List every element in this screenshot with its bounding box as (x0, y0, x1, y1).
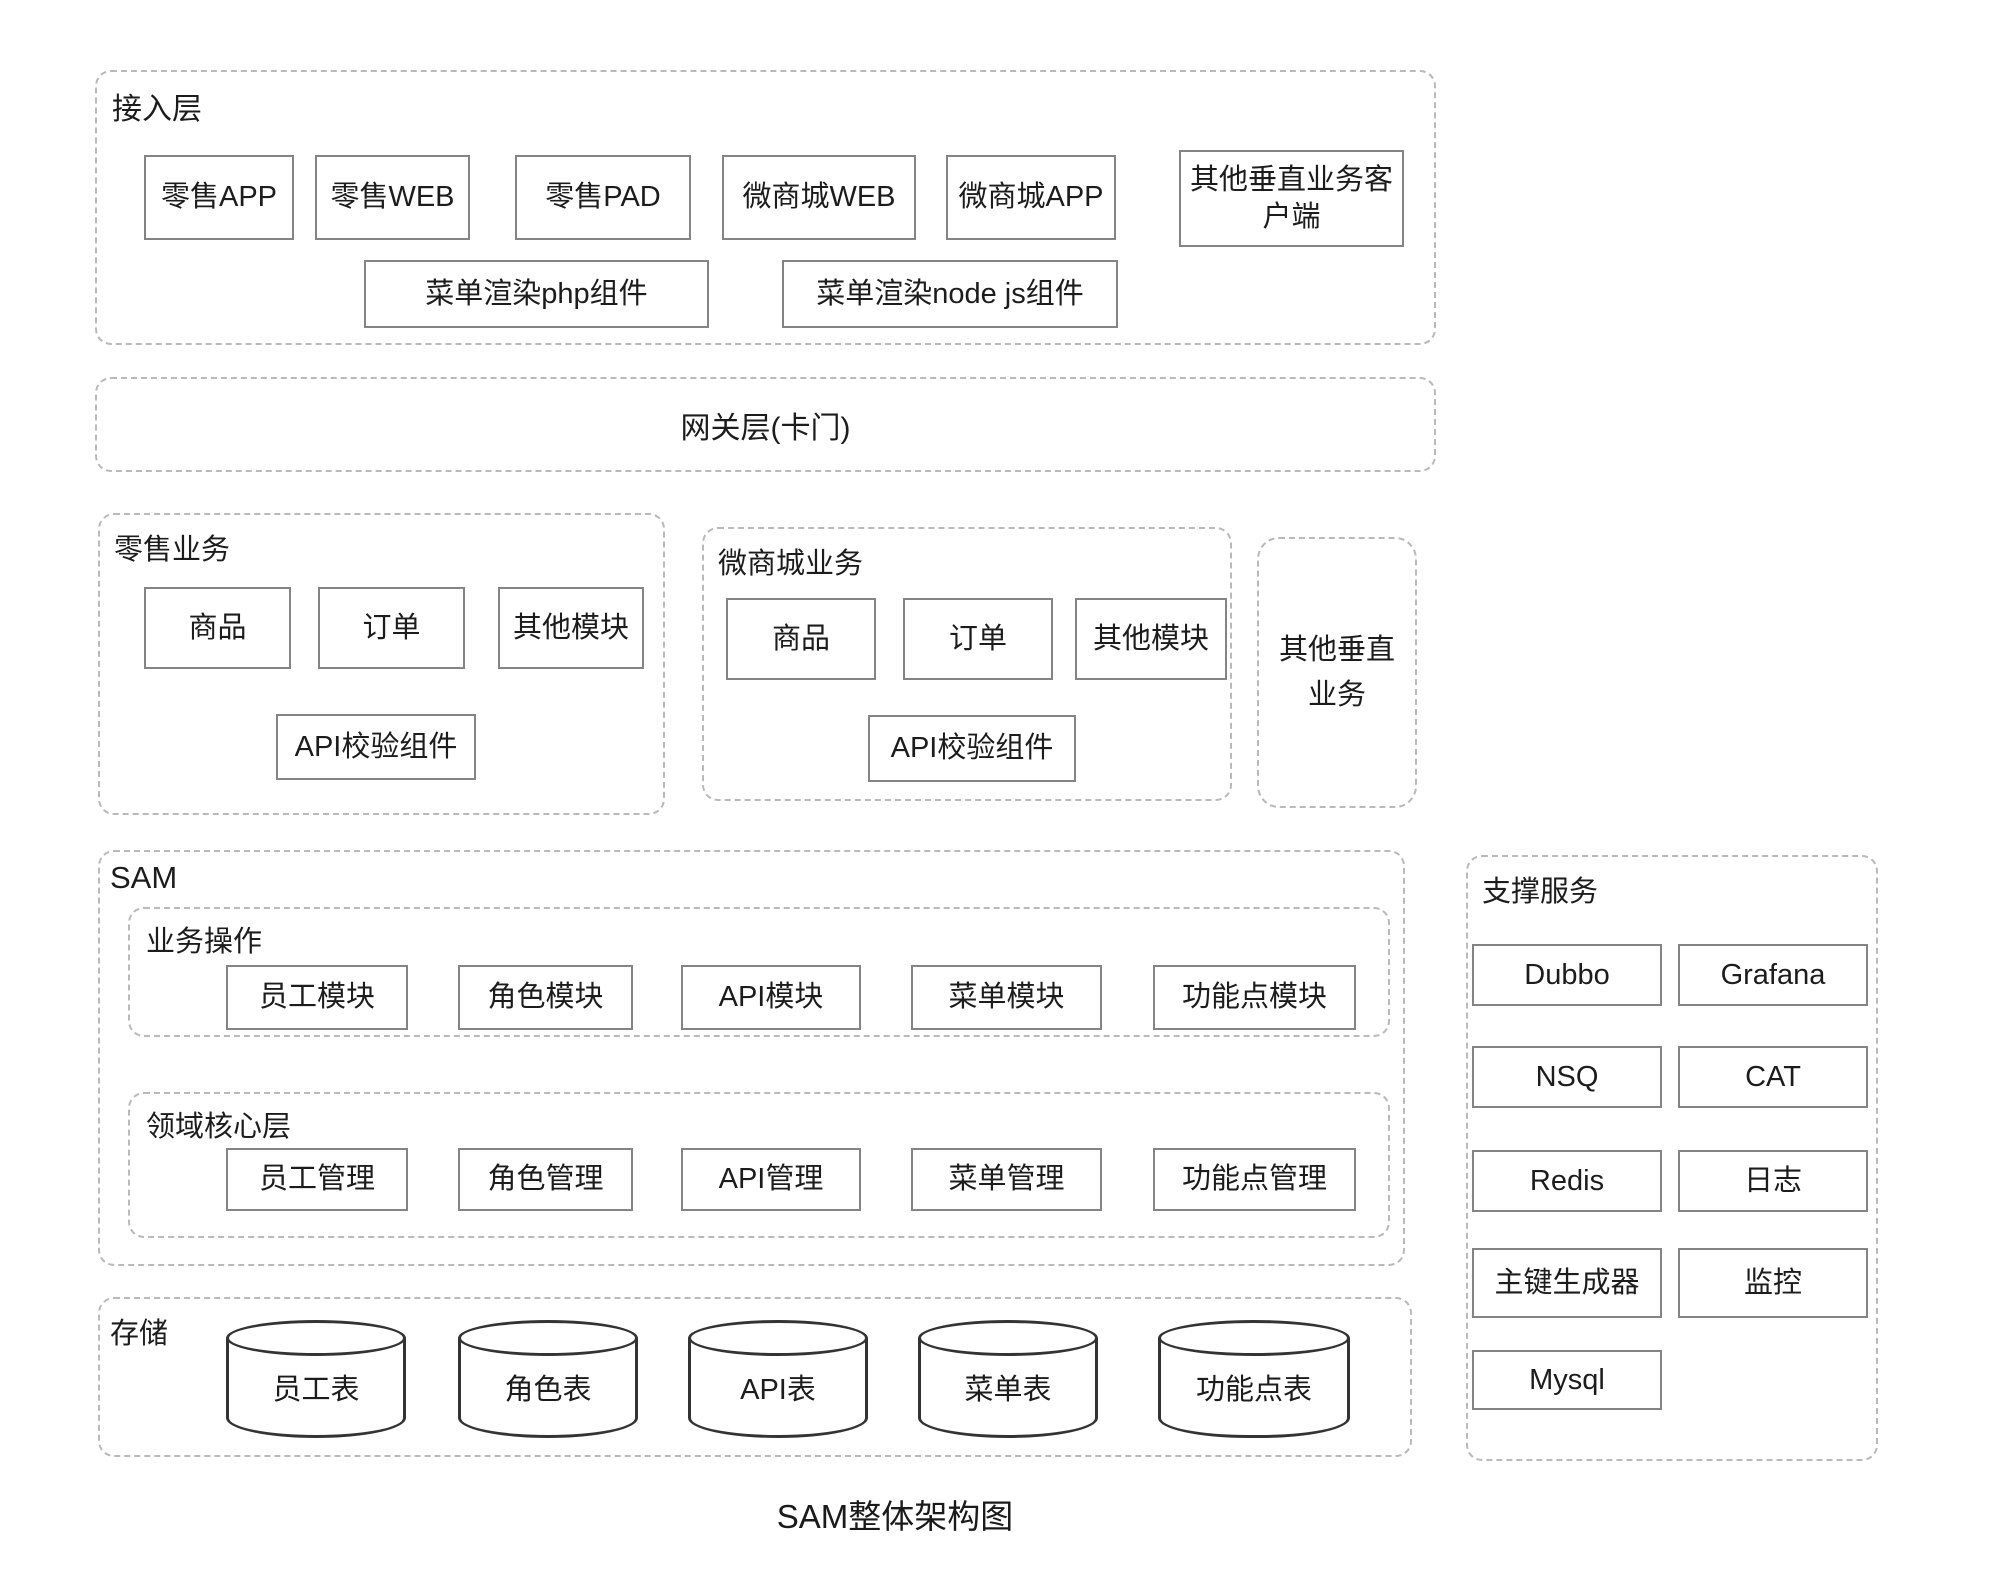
other-vertical-business-label: 其他垂直业务 (1278, 633, 1395, 711)
support-service-log: 日志 (1678, 1150, 1868, 1212)
client-box-retail-app: 零售APP (144, 155, 294, 240)
db-table-label: 员工表 (272, 1374, 360, 1406)
biz-module-role: 角色模块 (458, 965, 633, 1030)
business-ops-container (128, 907, 1390, 1037)
retail-module-orders: 订单 (318, 587, 465, 669)
client-box-other-vertical-clients: 其他垂直业务客户端 (1179, 150, 1404, 247)
retail-api-check-component: API校验组件 (276, 714, 476, 780)
support-services-label: 支撑服务 (1482, 876, 1599, 908)
cylinder-body (688, 1338, 868, 1438)
other-vertical-business-container: 其他垂直业务 (1257, 537, 1417, 808)
micromall-module-orders: 订单 (903, 598, 1053, 680)
support-service-pk-generator: 主键生成器 (1472, 1248, 1662, 1318)
db-cylinder-feature-point-table: 功能点表 (1158, 1320, 1350, 1438)
db-cylinder-menu-table: 菜单表 (918, 1320, 1098, 1438)
domain-module-employee-mgmt: 员工管理 (226, 1148, 408, 1211)
micromall-api-check-component: API校验组件 (868, 715, 1076, 782)
db-table-label: 菜单表 (964, 1374, 1052, 1406)
biz-module-api: API模块 (681, 965, 861, 1030)
cylinder-top-ellipse (226, 1320, 406, 1356)
sam-label: SAM (110, 860, 178, 895)
support-service-redis: Redis (1472, 1150, 1662, 1212)
domain-module-role-mgmt: 角色管理 (458, 1148, 633, 1211)
micromall-business-label: 微商城业务 (718, 548, 864, 580)
retail-business-container (98, 513, 665, 815)
biz-module-menu: 菜单模块 (911, 965, 1102, 1030)
domain-module-menu-mgmt: 菜单管理 (911, 1148, 1102, 1211)
component-box-menu-render-php: 菜单渲染php组件 (364, 260, 709, 328)
storage-label: 存储 (110, 1318, 169, 1350)
support-service-cat: CAT (1678, 1046, 1868, 1108)
cylinder-top-ellipse (688, 1320, 868, 1356)
support-service-dubbo: Dubbo (1472, 944, 1662, 1006)
micromall-module-goods: 商品 (726, 598, 876, 680)
db-cylinder-api-table: API表 (688, 1320, 868, 1438)
db-cylinder-employee-table: 员工表 (226, 1320, 406, 1438)
cylinder-top-ellipse (918, 1320, 1098, 1356)
cylinder-top-ellipse (1158, 1320, 1350, 1356)
retail-module-other: 其他模块 (498, 587, 644, 669)
domain-core-label: 领域核心层 (146, 1111, 292, 1143)
gateway-layer-container: 网关层(卡门) (95, 377, 1436, 472)
access-layer-container (95, 70, 1436, 345)
storage-container (98, 1297, 1412, 1457)
db-table-label: 功能点表 (1195, 1374, 1312, 1406)
support-services-container (1466, 855, 1878, 1461)
support-service-grafana: Grafana (1678, 944, 1868, 1006)
domain-core-container (128, 1092, 1390, 1238)
support-service-monitor: 监控 (1678, 1248, 1868, 1318)
access-layer-label: 接入层 (112, 93, 202, 126)
retail-business-label: 零售业务 (114, 534, 231, 566)
cylinder-body (226, 1338, 406, 1438)
client-box-micromall-app: 微商城APP (946, 155, 1116, 240)
client-box-micromall-web: 微商城WEB (722, 155, 916, 240)
cylinder-body (918, 1338, 1098, 1438)
micromall-business-container (702, 527, 1232, 801)
gateway-layer-label: 网关层(卡门) (680, 411, 851, 445)
cylinder-top-ellipse (458, 1320, 638, 1356)
client-box-retail-pad: 零售PAD (515, 155, 691, 240)
domain-module-feature-point-mgmt: 功能点管理 (1153, 1148, 1356, 1211)
sam-container (98, 850, 1405, 1266)
diagram-title: SAM整体架构图 (776, 1498, 1014, 1535)
business-ops-label: 业务操作 (146, 926, 263, 958)
db-table-label: API表 (740, 1374, 816, 1406)
db-cylinder-role-table: 角色表 (458, 1320, 638, 1438)
domain-module-api-mgmt: API管理 (681, 1148, 861, 1211)
retail-module-goods: 商品 (144, 587, 291, 669)
component-box-menu-render-nodejs: 菜单渲染node js组件 (782, 260, 1118, 328)
client-box-retail-web: 零售WEB (315, 155, 470, 240)
micromall-module-other: 其他模块 (1075, 598, 1227, 680)
support-service-mysql: Mysql (1472, 1350, 1662, 1410)
support-service-nsq: NSQ (1472, 1046, 1662, 1108)
biz-module-feature-point: 功能点模块 (1153, 965, 1356, 1030)
db-table-label: 角色表 (504, 1374, 592, 1406)
biz-module-employee: 员工模块 (226, 965, 408, 1030)
